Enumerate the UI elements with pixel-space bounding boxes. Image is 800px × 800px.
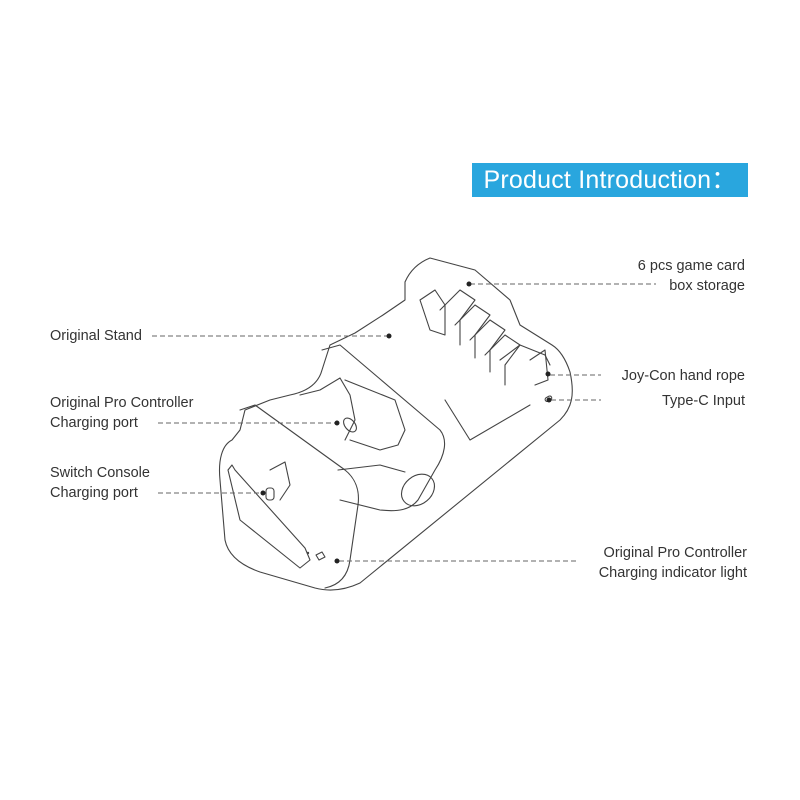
label-original-stand: Original Stand — [50, 328, 142, 344]
callout-pro-port-line — [158, 420, 340, 426]
label-line: 6 pcs game card — [637, 258, 745, 274]
label-indicator-light: Original Pro Controller Charging indicat… — [599, 543, 747, 583]
label-line: Original Pro Controller — [603, 545, 747, 561]
label-line: box storage — [669, 278, 745, 294]
label-type-c-input: Type-C Input — [661, 393, 745, 409]
callout-indicator-line — [334, 558, 578, 564]
label-game-card-storage: 6 pcs game card box storage — [638, 256, 745, 296]
label-line: Charging port — [50, 415, 138, 431]
callout-typec-line — [546, 397, 601, 403]
callout-game-card-line — [466, 281, 656, 287]
label-pro-controller-port: Original Pro Controller Charging port — [50, 393, 193, 433]
label-joycon-hand-rope: Joy-Con hand rope — [621, 368, 745, 384]
label-switch-console-port: Switch Console Charging port — [50, 463, 150, 503]
product-introduction-banner: Product Introduction： — [472, 163, 748, 197]
label-line: Original Pro Controller — [50, 395, 194, 411]
label-line: Switch Console — [50, 465, 150, 481]
callout-switch-port-line — [158, 490, 266, 496]
label-line: Charging port — [50, 485, 138, 501]
callout-stand-line — [152, 333, 392, 339]
callout-joycon-line — [545, 371, 601, 377]
label-line: Charging indicator light — [598, 565, 747, 581]
